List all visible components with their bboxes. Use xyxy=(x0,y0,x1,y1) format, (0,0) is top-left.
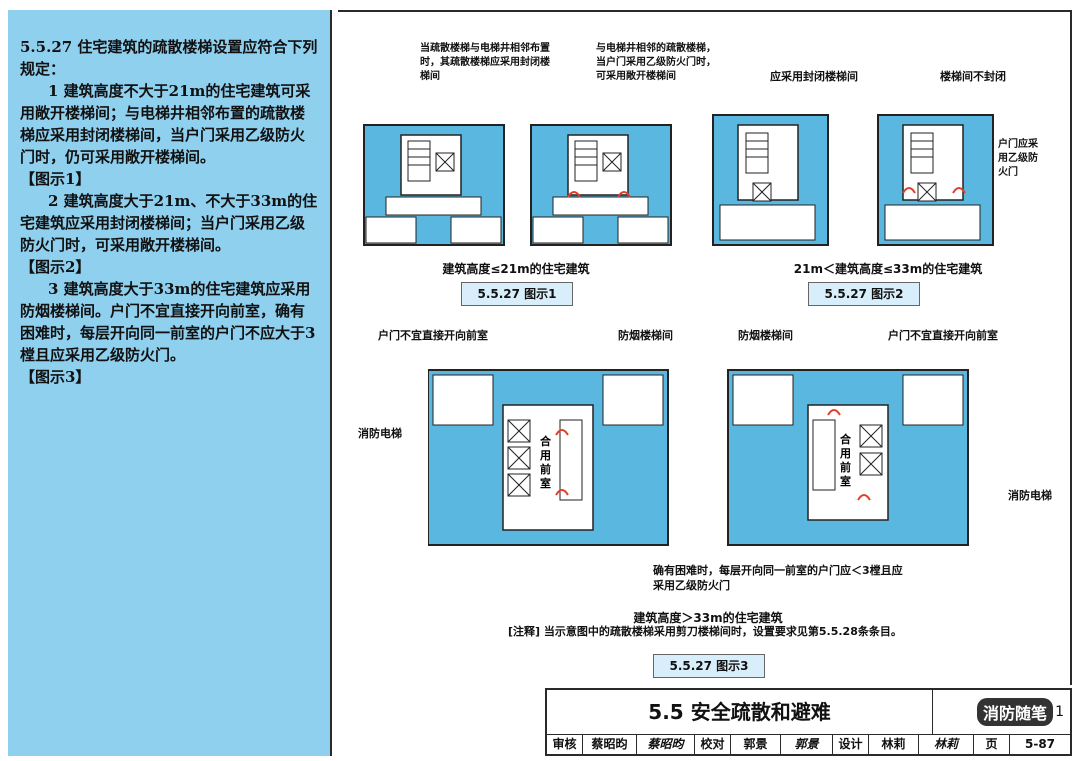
cell-reviewer-signature: 蔡昭昀 xyxy=(637,735,695,754)
fig1-plan-left xyxy=(363,124,505,246)
section-title: 5.5 安全疏散和避难 xyxy=(547,690,933,734)
fig1-plan-right xyxy=(530,124,672,246)
fig1-label-b: 与电梯井相邻的疏散楼梯，当户门采用乙级防火门时，可采用敞开楼梯间 xyxy=(596,43,716,82)
title-block-header: 5.5 安全疏散和避难 1 消防随笔 xyxy=(547,690,1070,735)
fig2-plan-left xyxy=(712,114,829,246)
fig3-label-d: 防烟楼梯间 xyxy=(738,329,793,342)
fig1-plans xyxy=(363,124,672,246)
cell-review-label: 审核 xyxy=(547,735,583,754)
fig3-label-b: 防烟楼梯间 xyxy=(618,329,673,342)
cell-page-number: 5-87 xyxy=(1024,737,1056,751)
figure-number: 1 xyxy=(1055,704,1064,720)
figure-ref-3: 【图示3】 xyxy=(20,368,91,386)
title-block: 5.5 安全疏散和避难 1 消防随笔 审核 蔡昭昀 蔡昭昀 校对 郭景 郭景 设… xyxy=(545,688,1072,756)
fig3-plan-right: 合 用 前 室 xyxy=(727,369,969,546)
fig2-title: 5.5.27 图示2 xyxy=(808,282,920,306)
cell-page-label: 页 xyxy=(974,735,1010,754)
fig2-caption: 21m＜建筑高度≤33m的住宅建筑 xyxy=(793,262,983,276)
fig3-label-c: 消防电梯 xyxy=(358,427,402,440)
clause-item-2: 2 建筑高度大于21m、不大于33m的住宅建筑应采用封闭楼梯间；当户门采用乙级防… xyxy=(20,192,318,254)
fig3-room-left: 合 xyxy=(540,434,552,448)
fig3-plans: 合 用 前 室 合 用 前 室 xyxy=(428,369,969,546)
drawing-panel: 当疏散楼梯与电梯井相邻布置时，其疏散楼梯应采用封闭楼梯间 与电梯井相邻的疏散楼梯… xyxy=(338,10,1072,756)
svg-text:前: 前 xyxy=(540,462,551,476)
fig3-title: 5.5.27 图示3 xyxy=(653,654,765,678)
watermark-badge: 消防随笔 xyxy=(977,698,1054,726)
fig2-plans xyxy=(712,114,994,246)
fig2-plan-right xyxy=(877,114,994,246)
figure-2: 应采用封闭楼梯间 楼梯间不封闭 户门应采用乙级防火门 xyxy=(708,40,1058,306)
fig3-label-g: 确有困难时，每层开向同一前室的户门应＜3樘且应采用乙级防火门 xyxy=(653,564,903,592)
drawing-note: [注释] 当示意图中的疏散楼梯采用剪刀楼梯间时，设置要求见第5.5.28条条目。 xyxy=(508,625,902,638)
clause-item-1: 1 建筑高度不大于21m的住宅建筑可采用敞开楼梯间；与电梯井相邻布置的疏散楼梯应… xyxy=(20,82,311,166)
cell-proofreader: 郭景 xyxy=(731,735,781,754)
figure-ref-2: 【图示2】 xyxy=(20,258,91,276)
fig2-label-b: 楼梯间不封闭 xyxy=(940,70,1006,83)
figure-3: 户门不宜直接开向前室 防烟楼梯间 消防电梯 防烟楼梯间 户门不宜直接开向前室 消… xyxy=(348,315,1068,678)
signature-row: 审核 蔡昭昀 蔡昭昀 校对 郭景 郭景 设计 林莉 林莉 页 5-87 xyxy=(547,735,1070,754)
cell-design-label: 设计 xyxy=(833,735,869,754)
fig3-room-right: 合 xyxy=(840,432,852,446)
fig3-plan-left: 合 用 前 室 xyxy=(428,369,669,546)
svg-text:用: 用 xyxy=(540,449,551,462)
fig1-title: 5.5.27 图示1 xyxy=(461,282,573,306)
cell-proofreader-signature: 郭景 xyxy=(781,735,833,754)
clause-text-panel: 5.5.27 住宅建筑的疏散楼梯设置应符合下列规定： 1 建筑高度不大于21m的… xyxy=(8,10,332,756)
figure-ref-1: 【图示1】 xyxy=(20,170,91,188)
figure-1: 当疏散楼梯与电梯井相邻布置时，其疏散楼梯应采用封闭楼梯间 与电梯井相邻的疏散楼梯… xyxy=(356,40,716,306)
cell-designer-signature: 林莉 xyxy=(919,735,974,754)
fig3-caption: 建筑高度＞33m的住宅建筑 xyxy=(633,611,783,625)
svg-text:室: 室 xyxy=(540,476,551,490)
clause-item-3: 3 建筑高度大于33m的住宅建筑应采用防烟楼梯间。户门不宜直接开向前室，确有困难… xyxy=(20,280,316,364)
cell-designer: 林莉 xyxy=(869,735,919,754)
fig3-label-a: 户门不宜直接开向前室 xyxy=(378,329,488,342)
fig3-label-f: 消防电梯 xyxy=(1008,489,1052,502)
drawing-frame xyxy=(338,10,1072,685)
svg-text:室: 室 xyxy=(840,474,851,488)
fig2-label-c: 户门应采用乙级防火门 xyxy=(998,139,1038,178)
fig3-label-e: 户门不宜直接开向前室 xyxy=(888,329,998,342)
fig2-label-a: 应采用封闭楼梯间 xyxy=(770,70,858,83)
cell-reviewer: 蔡昭昀 xyxy=(583,735,637,754)
fig1-label-a: 当疏散楼梯与电梯井相邻布置时，其疏散楼梯应采用封闭楼梯间 xyxy=(420,43,550,82)
cell-proof-label: 校对 xyxy=(695,735,731,754)
fig1-caption: 建筑高度≤21m的住宅建筑 xyxy=(442,262,590,276)
svg-text:用: 用 xyxy=(840,447,851,460)
clause-heading: 5.5.27 住宅建筑的疏散楼梯设置应符合下列规定： xyxy=(20,38,318,78)
svg-text:前: 前 xyxy=(840,460,851,474)
